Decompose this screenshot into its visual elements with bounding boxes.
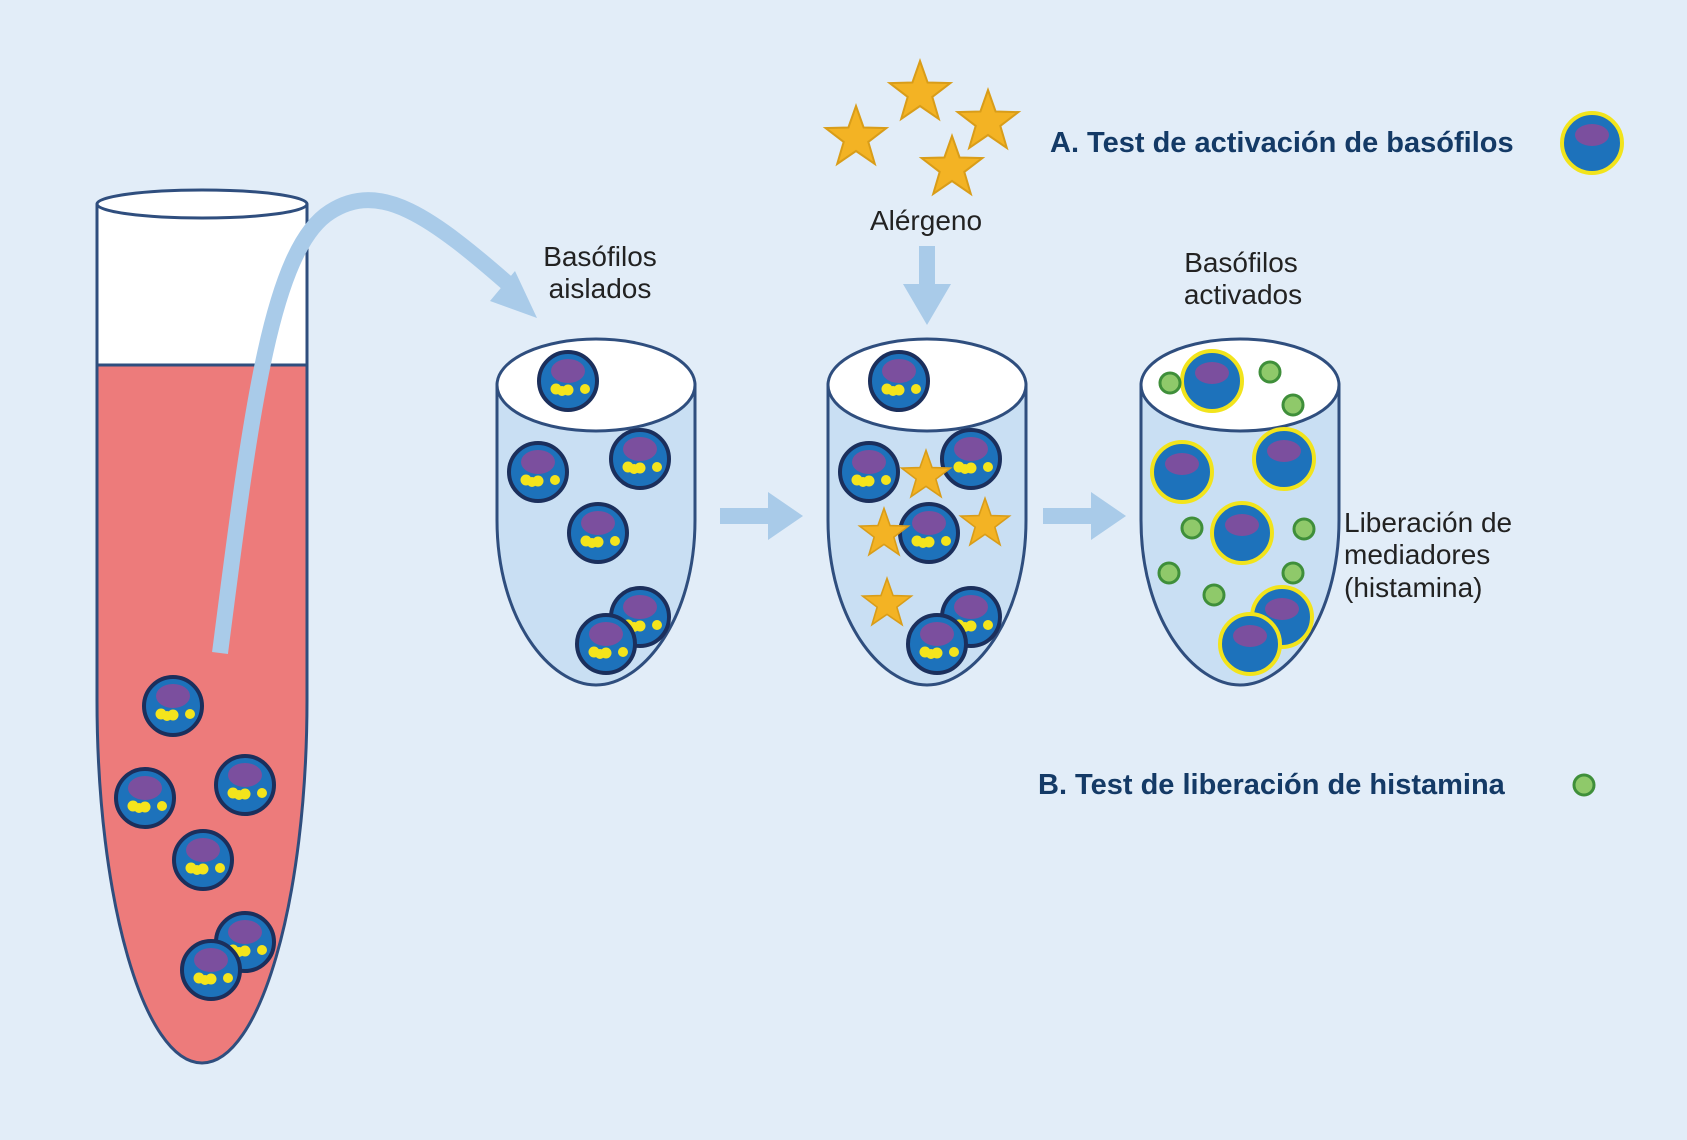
basophil-cell-icon [114, 767, 176, 829]
allergen-star-icon [956, 89, 1020, 149]
flow-arrow-icon [720, 492, 803, 540]
histamine-granule-icon [1157, 561, 1181, 585]
label-isolated-line-1: Basófilos [543, 241, 657, 272]
blood-sample-tube [95, 188, 309, 1065]
label-mediators-line-2: mediadores [1344, 539, 1490, 570]
legend: A. Test de activación de basófilos B. Te… [1038, 111, 1624, 801]
basophil-cell-icon [940, 428, 1002, 490]
tube-isolated-basophils [495, 337, 697, 687]
legend-test-a: A. Test de activación de basófilos [1050, 127, 1514, 159]
basophil-legend-icon [1560, 111, 1624, 175]
histamine-granule-icon [1281, 393, 1305, 417]
basophil-cell-icon [507, 441, 569, 503]
allergen-star-icon [888, 60, 952, 120]
histamine-granule-icon [1292, 517, 1316, 541]
basophil-cell-icon [214, 754, 276, 816]
transfer-arrow [212, 192, 537, 655]
histamine-granule-icon [1158, 371, 1182, 395]
flow-arrow-icon [490, 271, 537, 318]
tube-with-allergen [826, 337, 1028, 687]
allergen-stars [824, 60, 1020, 195]
label-isolated-line-2: aislados [549, 273, 652, 304]
activated-basophil-icon [1252, 427, 1316, 491]
flow-arrow-icon [1043, 492, 1126, 540]
histamine-granule-icon [1180, 516, 1204, 540]
histamine-legend-icon [1572, 773, 1596, 797]
basophil-cell-icon [906, 613, 968, 675]
basophil-cell-icon [180, 939, 242, 1001]
flow-arrow-icon [903, 246, 951, 325]
label-activated-line-2: activados [1184, 279, 1302, 310]
activated-basophil-icon [1218, 612, 1282, 676]
label-mediators-line-3: (histamina) [1344, 572, 1482, 603]
label-activated-line-1: Basófilos [1184, 247, 1298, 278]
legend-test-b: B. Test de liberación de histamina [1038, 769, 1506, 801]
activated-basophil-icon [1150, 440, 1214, 504]
basophil-cell-icon [575, 613, 637, 675]
basophil-cell-icon [537, 350, 599, 412]
basophil-cell-icon [567, 502, 629, 564]
basophil-cell-icon [898, 502, 960, 564]
label-allergen: Alérgeno [870, 205, 982, 236]
basophil-cell-icon [868, 350, 930, 412]
activated-basophil-icon [1210, 501, 1274, 565]
tube-activated-basophils [1139, 337, 1341, 687]
label-mediators-line-1: Liberación de [1344, 507, 1512, 538]
histamine-granule-icon [1202, 583, 1226, 607]
histamine-granule-icon [1258, 360, 1282, 384]
allergen-star-icon [824, 105, 888, 165]
histamine-granule-icon [1281, 561, 1305, 585]
basophil-cell-icon [172, 829, 234, 891]
basophil-cell-icon [609, 428, 671, 490]
basophil-cell-icon [142, 675, 204, 737]
basophil-cell-icon [838, 441, 900, 503]
activated-basophil-icon [1180, 349, 1244, 413]
